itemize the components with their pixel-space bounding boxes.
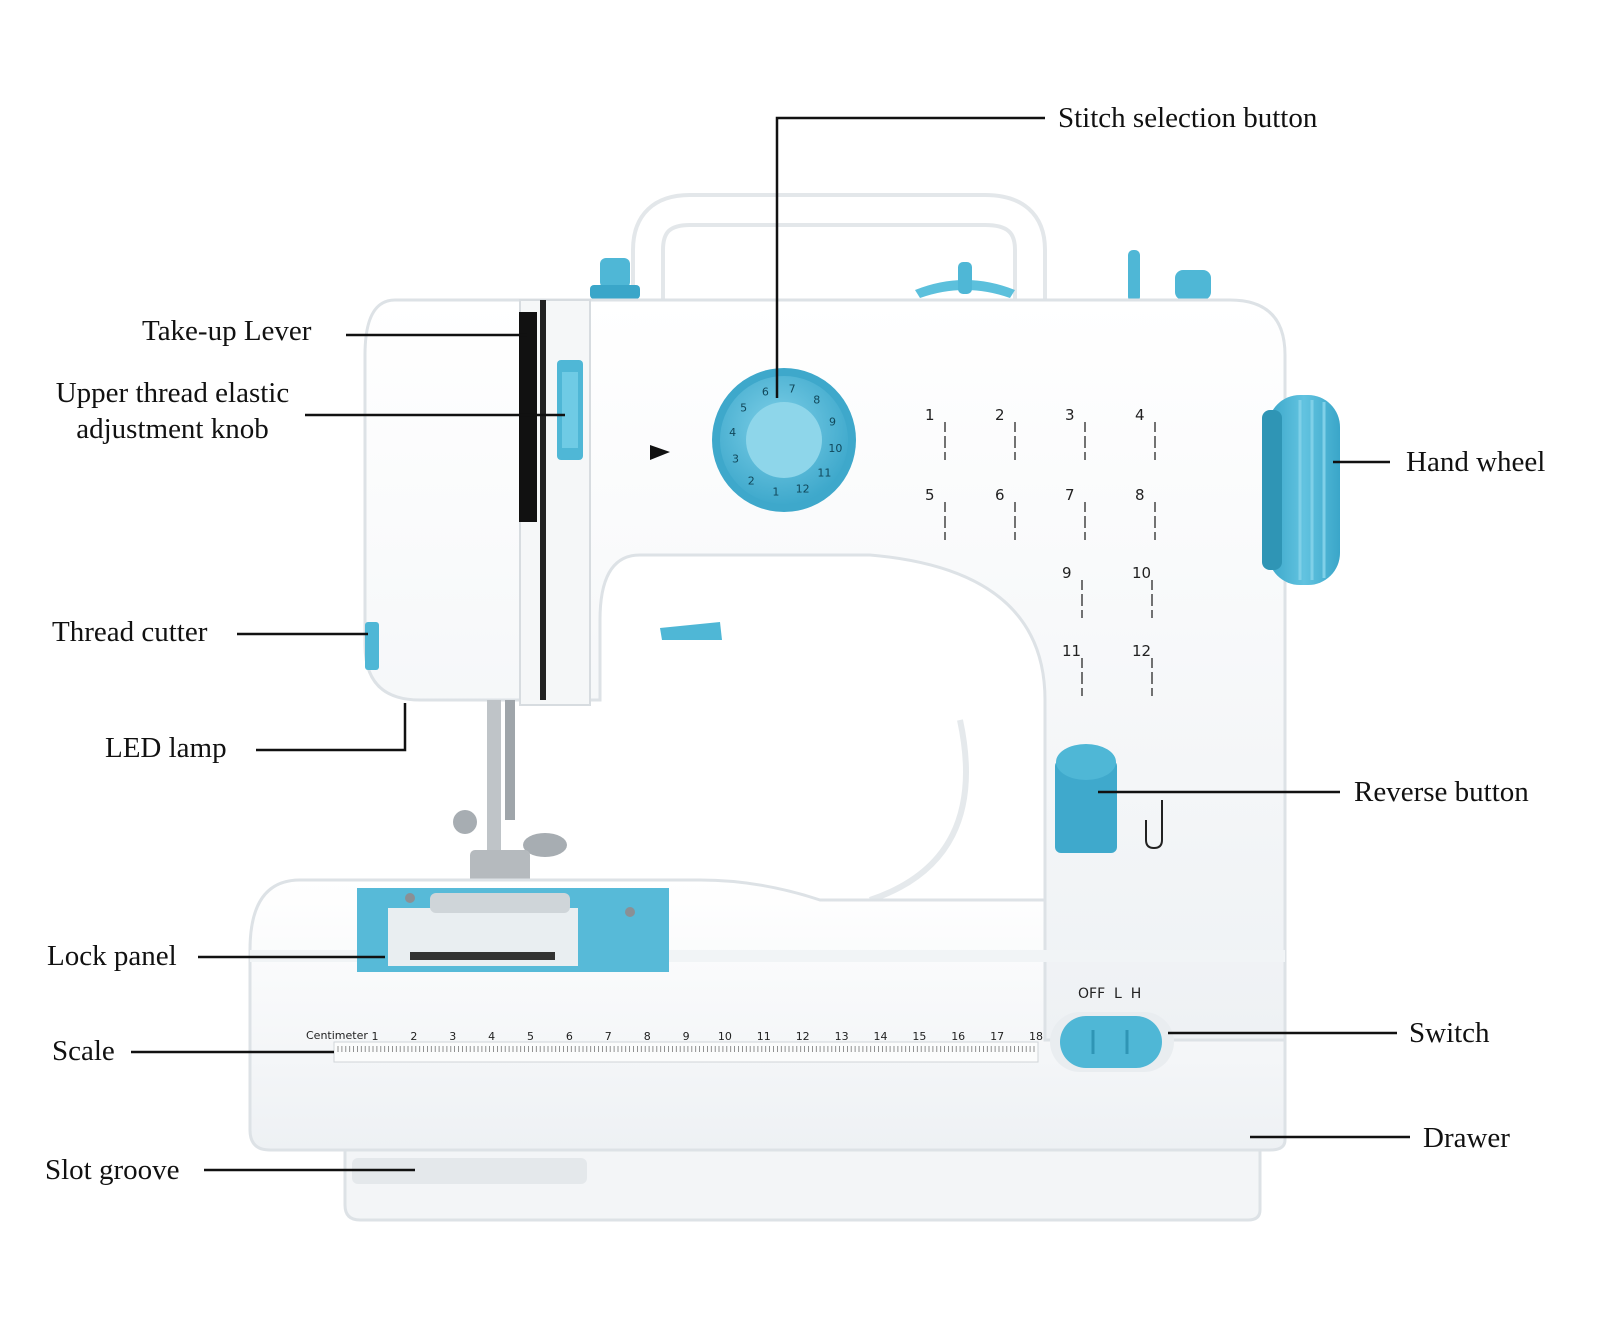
dial-number: 2 [748,474,755,487]
stitch-number: 12 [1132,642,1151,660]
dial-number: 4 [729,426,736,439]
label-thread-cutter: Thread cutter [52,616,208,648]
label-upper-thread-line2: adjustment knob [76,413,269,446]
label-drawer: Drawer [1423,1122,1510,1154]
stitch-number: 11 [1062,642,1081,660]
dial-number: 10 [828,442,842,455]
scale-number: 1 [372,1030,379,1043]
scale-number: 11 [757,1030,771,1043]
scale-number: 4 [488,1030,495,1043]
stitch-number: 7 [1065,486,1075,504]
label-scale: Scale [52,1035,115,1067]
stitch-number: 3 [1065,406,1075,424]
label-lock-panel: Lock panel [47,940,177,972]
scale-unit-label: Centimeter [306,1029,368,1042]
scale-number: 14 [874,1030,888,1043]
scale-number: 8 [644,1030,651,1043]
scale-number: 12 [796,1030,810,1043]
dial-number: 12 [796,483,810,496]
needle-head-panel [365,299,722,706]
stitch-number: 6 [995,486,1005,504]
stitch-number: 4 [1135,406,1145,424]
needle-assembly [453,700,567,886]
label-upper-thread-line1: Upper thread elastic [55,377,290,409]
scale-number: 9 [683,1030,690,1043]
scale-number: 16 [951,1030,965,1043]
label-switch: Switch [1409,1017,1490,1049]
scale-number: 17 [990,1030,1004,1043]
scale-number: 3 [449,1030,456,1043]
dial-number: 11 [817,467,831,480]
label-led-lamp: LED lamp [105,732,227,764]
dial-number: 5 [740,401,747,414]
stitch-number: 8 [1135,486,1145,504]
reverse-button-part[interactable] [1055,744,1163,853]
scale-number: 18 [1029,1030,1043,1043]
hand-wheel-part[interactable] [1262,395,1340,585]
stitch-number: 9 [1062,564,1072,582]
dial-number: 6 [762,386,769,399]
stitch-number: 10 [1132,564,1151,582]
thread-guide [660,622,722,640]
lock-panel-part[interactable] [357,888,669,972]
slot-groove-part [352,1158,587,1184]
label-upper-thread-knob: Upper thread elastic adjustment knob [40,375,305,448]
stitch-number: 1 [925,406,935,424]
carry-handle [631,193,1047,317]
label-slot-groove: Slot groove [45,1154,180,1186]
dial-number: 1 [772,485,779,498]
scale-number: 13 [835,1030,849,1043]
dial-number: 7 [789,383,796,396]
leader-lines [131,116,1410,1172]
label-reverse-button: Reverse button [1354,776,1529,808]
spool-pins [590,250,1211,302]
machine-body [363,298,1287,1042]
dial-number: 9 [829,415,836,428]
scale-number: 2 [410,1030,417,1043]
dial-number: 8 [813,394,820,407]
scale-number: 6 [566,1030,573,1043]
stitch-number: 2 [995,406,1005,424]
stitch-number: 5 [925,486,935,504]
scale-number: 7 [605,1030,612,1043]
scale-number: 5 [527,1030,534,1043]
power-switch-part[interactable]: OFF L H [1050,986,1174,1072]
scale-number: 15 [912,1030,926,1043]
label-stitch-selection-button: Stitch selection button [1058,102,1318,134]
dial-number: 3 [732,453,739,466]
label-hand-wheel: Hand wheel [1406,446,1546,478]
thread-cutter-part [365,622,379,670]
switch-markings: OFF L H [1078,986,1141,1002]
label-take-up-lever: Take-up Lever [142,315,312,347]
scale-number: 10 [718,1030,732,1043]
